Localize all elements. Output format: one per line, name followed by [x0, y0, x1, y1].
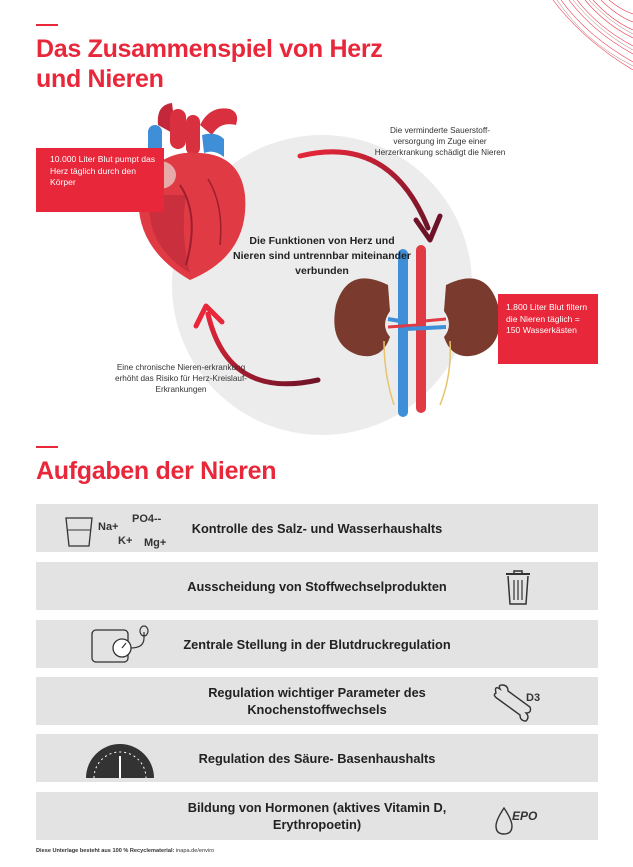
drop-icon: EPO — [495, 806, 538, 835]
section-accent-bar — [36, 446, 58, 448]
task-label: Bildung von Hormonen (aktives Vitamin D,… — [187, 800, 447, 832]
task-row: Regulation des Säure- Basenhaushalts — [36, 734, 598, 782]
ion-k-label: K+ — [118, 535, 132, 547]
corner-decoration — [552, 0, 633, 70]
ion-na-label: Na+ — [98, 521, 119, 533]
ion-mg-label: Mg+ — [144, 537, 166, 549]
kidney-illustration — [334, 245, 500, 417]
note-heart-to-kidney: Die verminderte Sauerstoff-versorgung im… — [374, 126, 506, 157]
task-row: Bildung von Hormonen (aktives Vitamin D,… — [36, 792, 598, 840]
section-accent-bar — [36, 24, 58, 26]
footer-link-text: inapa.de/enviro — [174, 848, 215, 854]
salt-water-icon: Na+ PO4-- K+ Mg+ — [65, 513, 166, 549]
task-row: Zentrale Stellung in der Blutdruckregula… — [36, 620, 598, 668]
footer-bold-text: Diese Unterlage besteht aus 100 % Recycl… — [36, 848, 175, 854]
bone-icon: D3 — [493, 684, 540, 722]
blood-pressure-cuff-icon — [91, 625, 149, 663]
arrow-heart-to-kidney — [297, 149, 443, 243]
ph-gauge-icon — [86, 744, 154, 779]
epo-label: EPO — [512, 809, 538, 823]
heart-fact-box: 10.000 Liter Blut pumpt das Herz täglich… — [36, 148, 164, 212]
section-title: Aufgaben der Nieren — [36, 457, 277, 485]
task-row: Ausscheidung von Stoffwechselprodukten — [36, 562, 598, 610]
task-label: Zentrale Stellung in der Blutdruckregula… — [183, 636, 451, 652]
task-row: Kontrolle des Salz- und Wasserhaushalts … — [36, 504, 598, 552]
task-row: Regulation wichtiger Parameter des Knoch… — [36, 677, 598, 725]
task-label: Ausscheidung von Stoffwechselprodukten — [187, 578, 447, 594]
kidney-fact-box: 1.800 Liter Blut filtern die Nieren tägl… — [498, 294, 598, 364]
trash-can-icon — [506, 570, 530, 605]
ion-po4-label: PO4-- — [132, 513, 162, 525]
center-statement: Die Funktionen von Herz und Nieren sind … — [233, 235, 411, 277]
note-kidney-to-heart: Eine chronische Nieren-erkrankung erhöht… — [115, 363, 247, 394]
vitamin-d3-label: D3 — [526, 692, 540, 704]
task-label: Regulation wichtiger Parameter des Knoch… — [208, 685, 426, 717]
footer-note: Diese Unterlage besteht aus 100 % Recycl… — [36, 848, 214, 854]
page-title: Das Zusammenspiel von Herz und Nieren — [36, 35, 383, 93]
task-label: Kontrolle des Salz- und Wasserhaushalts — [191, 520, 443, 536]
arrow-kidney-to-heart — [193, 303, 321, 387]
task-label: Regulation des Säure- Basenhaushalts — [198, 750, 436, 766]
